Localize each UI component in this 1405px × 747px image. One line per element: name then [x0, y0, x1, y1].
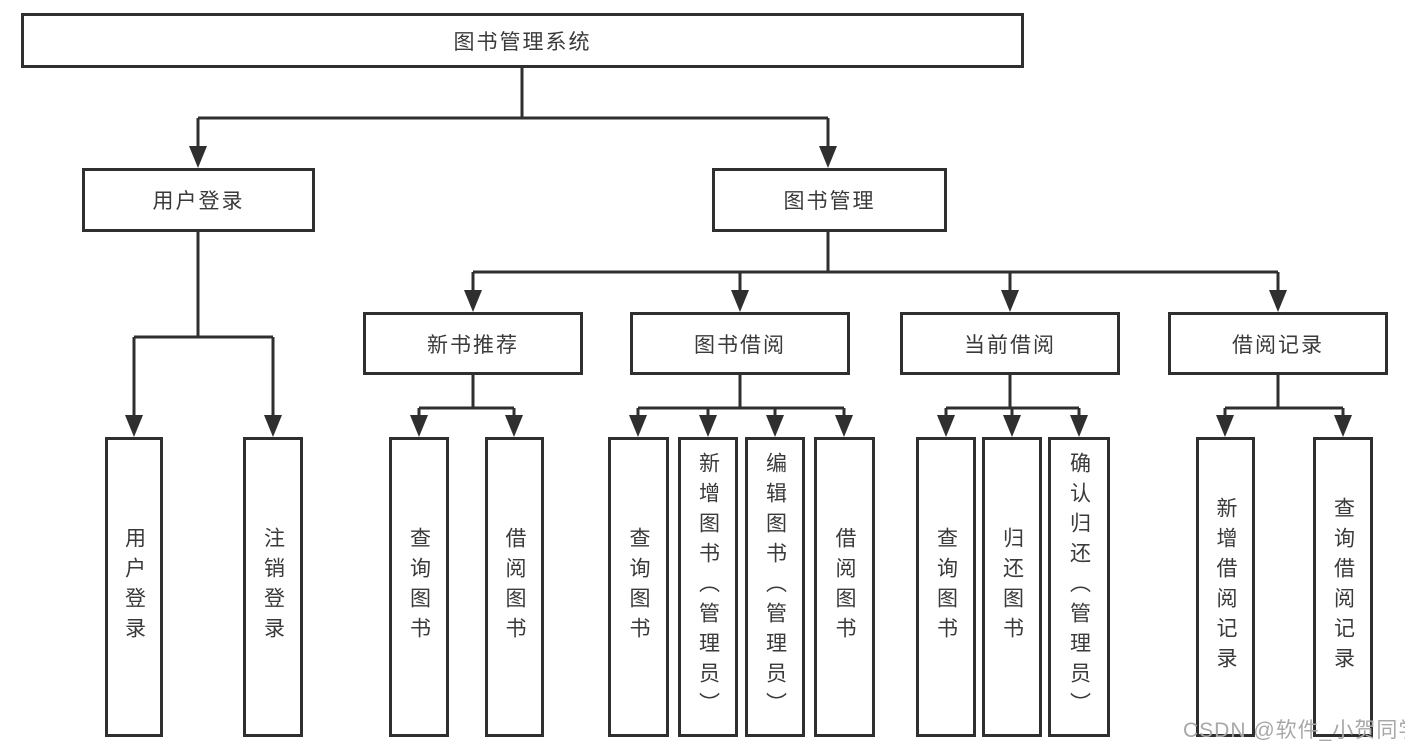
watermark: CSDN @软件_小贺同学	[1183, 719, 1405, 742]
node-label: 借阅图书	[503, 527, 526, 647]
node-label: 用户登录	[152, 190, 245, 213]
node-new-book-recommendation: 新书推荐	[363, 312, 583, 375]
leaf-add-book-admin: 新增图书（管理员）	[678, 437, 738, 737]
node-label: 借阅记录	[1232, 333, 1324, 357]
node-label: 图书借阅	[694, 333, 786, 357]
leaf-query-books-current: 查询图书	[916, 437, 976, 737]
node-label: 查询借阅记录	[1331, 497, 1355, 677]
leaf-confirm-return-admin: 确认归还（管理员）	[1048, 437, 1110, 737]
node-current-borrowing: 当前借阅	[900, 312, 1120, 375]
node-label: 新增借阅记录	[1214, 497, 1237, 677]
node-label: 新书推荐	[427, 333, 519, 357]
leaf-query-borrow-record: 查询借阅记录	[1313, 437, 1373, 737]
leaf-logout: 注销登录	[243, 437, 303, 737]
node-label: 查询图书	[407, 527, 431, 647]
leaf-add-borrow-record: 新增借阅记录	[1196, 437, 1255, 737]
node-book-borrowing: 图书借阅	[630, 312, 850, 375]
leaf-query-books-recommend: 查询图书	[389, 437, 449, 737]
node-borrowing-records: 借阅记录	[1168, 312, 1388, 375]
leaf-query-books-borrowing: 查询图书	[608, 437, 669, 737]
node-label: 当前借阅	[964, 333, 1056, 357]
node-label: 注销登录	[261, 527, 285, 647]
leaf-return-books: 归还图书	[982, 437, 1042, 737]
node-label: 图书管理系统	[453, 30, 592, 54]
node-label: 归还图书	[1000, 527, 1024, 647]
leaf-borrow-books-recommend: 借阅图书	[485, 437, 544, 737]
node-label: 借阅图书	[833, 527, 856, 647]
node-label: 新增图书（管理员）	[696, 452, 720, 722]
node-label: 查询图书	[934, 527, 958, 647]
node-label: 确认归还（管理员）	[1067, 452, 1091, 722]
node-book-management: 图书管理	[712, 168, 947, 232]
node-label: 用户登录	[122, 527, 146, 647]
node-library-management-system: 图书管理系统	[21, 13, 1024, 68]
leaf-user-login: 用户登录	[105, 437, 163, 737]
node-label: 编辑图书（管理员）	[763, 452, 787, 722]
leaf-edit-book-admin: 编辑图书（管理员）	[745, 437, 805, 737]
leaf-borrow-books-borrowing: 借阅图书	[814, 437, 875, 737]
node-label: 图书管理	[783, 190, 876, 213]
node-label: 查询图书	[627, 527, 650, 647]
node-user-login: 用户登录	[82, 168, 315, 232]
